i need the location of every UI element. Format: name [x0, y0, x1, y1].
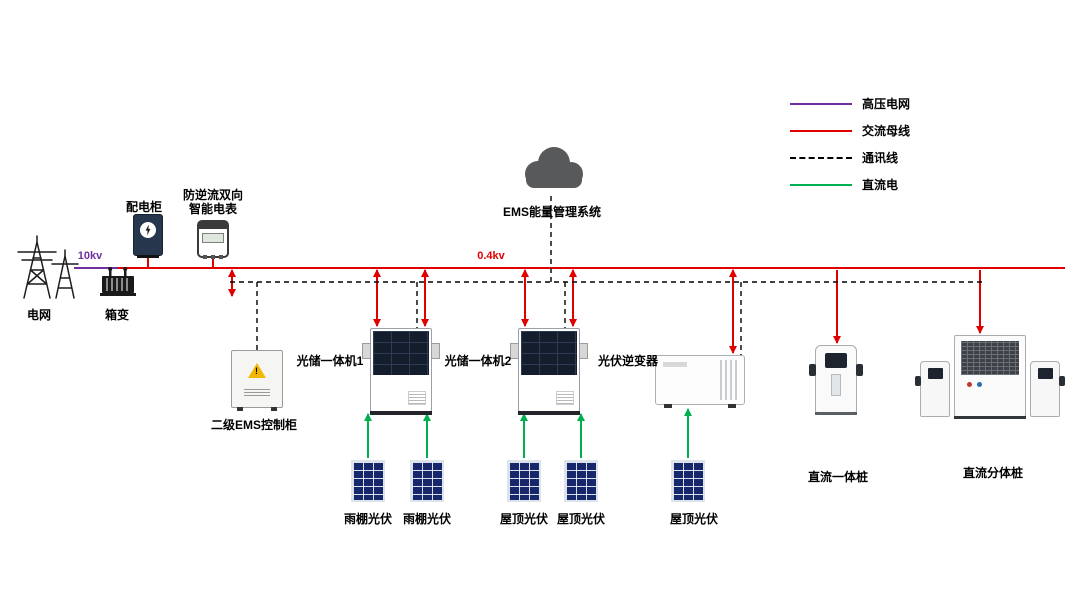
cloud-icon — [514, 140, 590, 201]
side-switch-box — [579, 343, 588, 359]
legend: 高压电网 交流母线 通讯线 直流电 — [790, 90, 910, 198]
smart-meter-label-line1: 防逆流双向 — [182, 188, 244, 202]
lightning-icon — [140, 222, 156, 238]
pv-cell-panel — [373, 331, 429, 375]
lv-voltage-label: 0.4kv — [477, 250, 505, 262]
ems-control-cabinet-icon — [231, 350, 283, 411]
legend-item-hv-grid: 高压电网 — [790, 90, 910, 117]
legend-item-ac-bus: 交流母线 — [790, 117, 910, 144]
charging-nozzle — [809, 364, 816, 376]
meter-buttons — [199, 246, 227, 264]
hv-line-sample — [790, 102, 852, 105]
ac-bus-line — [118, 257, 1065, 297]
split-pile-terminal — [915, 361, 950, 417]
ac-line-sample — [790, 129, 852, 132]
box-transformer-label: 箱变 — [104, 308, 130, 322]
legend-label-hv-grid: 高压电网 — [862, 97, 911, 111]
ems-cloud-label: EMS能量管理系统 — [502, 205, 602, 219]
canopy-pv-2-label: 雨棚光伏 — [402, 512, 452, 526]
legend-item-comm: 通讯线 — [790, 144, 910, 171]
pv-storage-machine-1-icon — [362, 328, 440, 415]
pv-panel-icon — [564, 460, 598, 502]
pv-panel-icon — [507, 460, 541, 502]
pv-storage-1-label: 光储一体机1 — [296, 354, 364, 368]
side-switch-box — [362, 343, 371, 359]
pile-slot — [831, 374, 841, 396]
comm-line-sample — [790, 156, 852, 159]
smart-meter-icon — [197, 220, 229, 259]
dc-pv-arrows — [364, 408, 692, 458]
charging-nozzle — [856, 364, 863, 376]
side-switch-box — [431, 343, 440, 359]
dc-integrated-pile-label: 直流一体桩 — [807, 470, 869, 484]
distribution-cabinet-label: 配电柜 — [125, 200, 163, 214]
dc-split-pile-label: 直流分体桩 — [962, 466, 1024, 480]
ems-cabinet-label: 二级EMS控制柜 — [210, 418, 298, 432]
pv-storage-2-label: 光储一体机2 — [444, 354, 512, 368]
comm-lines — [230, 196, 985, 355]
pv-storage-machine-2-icon — [510, 328, 588, 415]
side-switch-box — [510, 343, 519, 359]
inverter-logo — [663, 362, 687, 367]
roof-pv-3-label: 屋顶光伏 — [669, 512, 719, 526]
roof-pv-1-label: 屋顶光伏 — [499, 512, 549, 526]
split-pile-terminal — [1030, 361, 1065, 417]
split-pile-power-cabinet — [954, 335, 1026, 419]
roof-pv-2-label: 屋顶光伏 — [556, 512, 606, 526]
legend-label-ac-bus: 交流母线 — [862, 124, 911, 138]
inverter-grille — [720, 360, 740, 400]
machine-body — [521, 377, 577, 409]
box-transformer-icon — [98, 264, 138, 305]
distribution-cabinet-icon — [133, 214, 163, 258]
dc-split-pile-icon — [915, 335, 1065, 421]
dc-integrated-pile-icon — [809, 345, 863, 415]
grid-tower-icon — [12, 234, 84, 305]
warning-triangle-icon — [248, 363, 266, 378]
smart-meter-label-line2: 智能电表 — [188, 202, 238, 216]
legend-label-dc: 直流电 — [862, 178, 899, 192]
pv-cell-panel — [521, 331, 577, 375]
meter-screen — [202, 233, 224, 243]
pv-panel-icon — [671, 460, 705, 502]
pile-screen — [825, 353, 847, 368]
legend-item-dc: 直流电 — [790, 171, 910, 198]
dc-line-sample — [790, 183, 852, 186]
legend-label-comm: 通讯线 — [862, 151, 899, 165]
meter-top-band — [199, 222, 227, 229]
machine-body — [373, 377, 429, 409]
pv-inverter-label: 光伏逆变器 — [597, 354, 659, 368]
cabinet-vents — [244, 387, 270, 396]
pv-panel-icon — [410, 460, 444, 502]
grid-label: 电网 — [26, 308, 52, 322]
pv-panel-icon — [351, 460, 385, 502]
pv-inverter-icon — [655, 355, 745, 408]
canopy-pv-1-label: 雨棚光伏 — [343, 512, 393, 526]
hv-voltage-label: 10kv — [77, 250, 103, 262]
